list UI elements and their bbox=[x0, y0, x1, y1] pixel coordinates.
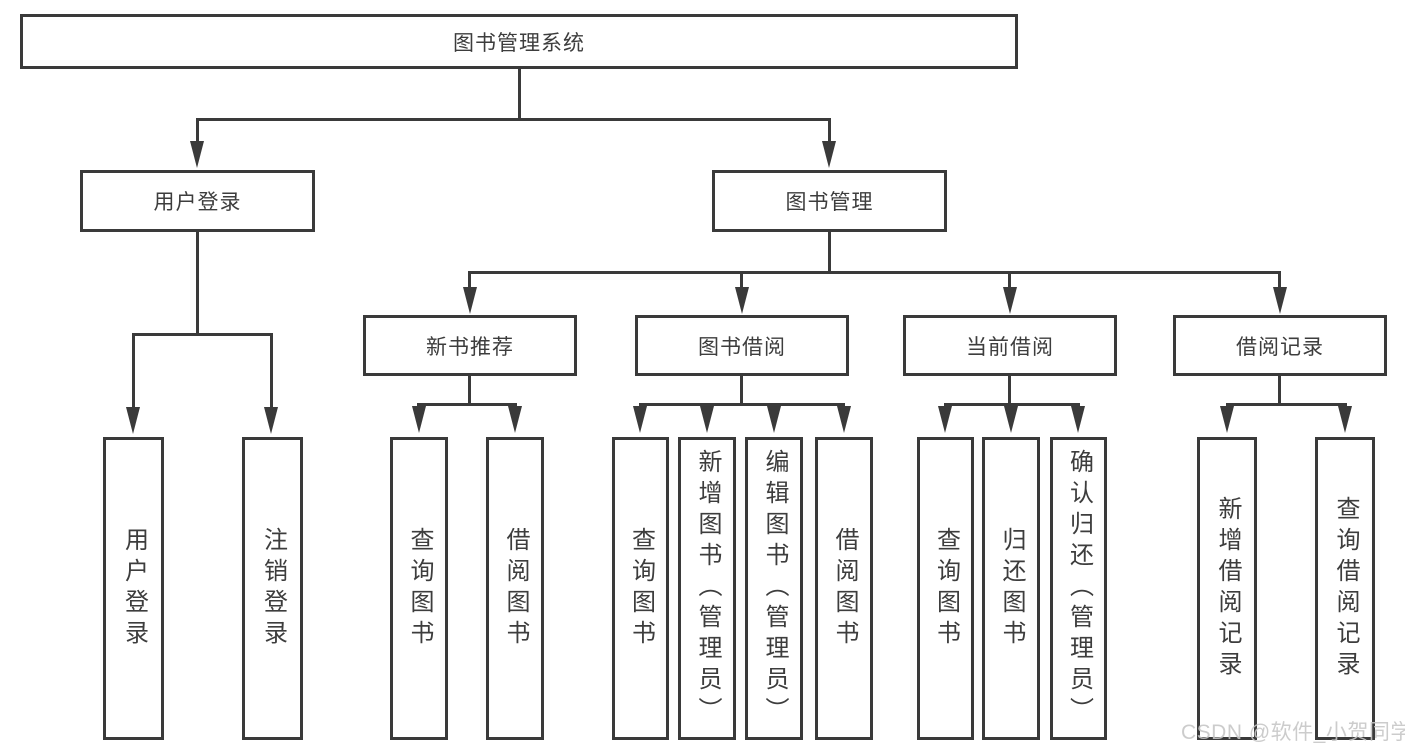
connector-line bbox=[196, 232, 199, 335]
arrow-down-icon bbox=[412, 406, 426, 433]
arrow-down-icon bbox=[633, 406, 647, 433]
leaf-label: 查询图书 bbox=[932, 526, 960, 651]
arrow-down-icon bbox=[1003, 287, 1017, 314]
node-label: 用户登录 bbox=[153, 191, 242, 214]
leaf-label: 查询图书 bbox=[406, 526, 433, 651]
arrow-down-icon bbox=[463, 287, 477, 314]
node-label: 借阅记录 bbox=[1236, 335, 1324, 359]
arrow-down-icon bbox=[700, 406, 714, 433]
node-label: 当前借阅 bbox=[966, 335, 1054, 359]
leaf-label: 新增图书（管理员） bbox=[694, 449, 721, 728]
leaf-logout: 注销登录 bbox=[242, 437, 303, 740]
connector-line bbox=[468, 376, 471, 405]
node-current-borrow: 当前借阅 bbox=[903, 315, 1117, 376]
connector-line bbox=[1008, 376, 1011, 405]
arrow-down-icon bbox=[1220, 406, 1234, 433]
leaf-label: 确认归还（管理员） bbox=[1065, 449, 1093, 728]
leaf-user-login: 用户登录 bbox=[103, 437, 164, 740]
node-borrow-records: 借阅记录 bbox=[1173, 315, 1387, 376]
connector-line bbox=[468, 274, 471, 288]
connector-line bbox=[828, 232, 831, 273]
leaf-query-books-2: 查询图书 bbox=[612, 437, 669, 740]
node-root-label: 图书管理系统 bbox=[453, 31, 585, 55]
leaf-borrow-books-1: 借阅图书 bbox=[486, 437, 544, 740]
leaf-label: 归还图书 bbox=[998, 526, 1025, 651]
leaf-add-books-admin: 新增图书（管理员） bbox=[678, 437, 736, 740]
node-user-login: 用户登录 bbox=[80, 170, 315, 232]
node-new-book-recommend: 新书推荐 bbox=[363, 315, 577, 376]
leaf-label: 查询借阅记录 bbox=[1332, 495, 1359, 682]
leaf-query-books-3: 查询图书 bbox=[917, 437, 974, 740]
leaf-borrow-books-2: 借阅图书 bbox=[815, 437, 873, 740]
connector-line bbox=[196, 120, 199, 143]
leaf-label: 新增借阅记录 bbox=[1214, 495, 1241, 682]
leaf-edit-books-admin: 编辑图书（管理员） bbox=[745, 437, 803, 740]
arrow-down-icon bbox=[1071, 406, 1085, 433]
connector-line bbox=[196, 118, 831, 121]
node-label: 图书管理 bbox=[785, 191, 874, 214]
leaf-query-books-1: 查询图书 bbox=[390, 437, 448, 740]
csdn-watermark: CSDN @软件_小贺同学 bbox=[1181, 721, 1405, 744]
leaf-query-borrow-record: 查询借阅记录 bbox=[1315, 437, 1375, 740]
node-root: 图书管理系统 bbox=[20, 14, 1018, 69]
node-book-borrow: 图书借阅 bbox=[635, 315, 849, 376]
connector-line bbox=[1278, 274, 1281, 288]
leaf-label: 查询图书 bbox=[627, 526, 655, 651]
leaf-label: 借阅图书 bbox=[502, 526, 529, 651]
connector-line bbox=[1226, 403, 1347, 406]
leaf-add-borrow-record: 新增借阅记录 bbox=[1197, 437, 1257, 740]
arrow-down-icon bbox=[1004, 406, 1018, 433]
connector-line bbox=[132, 333, 273, 336]
arrow-down-icon bbox=[190, 141, 204, 168]
connector-line bbox=[1278, 376, 1281, 405]
connector-line bbox=[132, 335, 135, 408]
connector-line bbox=[518, 68, 521, 120]
leaf-label: 借阅图书 bbox=[831, 526, 858, 651]
connector-line bbox=[740, 274, 743, 288]
connector-line bbox=[468, 271, 1281, 274]
connector-line bbox=[944, 403, 1080, 406]
leaf-confirm-return-admin: 确认归还（管理员） bbox=[1050, 437, 1107, 740]
connector-line bbox=[740, 376, 743, 405]
leaf-label: 注销登录 bbox=[259, 526, 287, 651]
connector-line bbox=[639, 403, 845, 406]
connector-line bbox=[1008, 274, 1011, 288]
leaf-label: 用户登录 bbox=[120, 526, 148, 651]
arrow-down-icon bbox=[1338, 406, 1352, 433]
node-book-management: 图书管理 bbox=[712, 170, 947, 232]
connector-line bbox=[417, 403, 517, 406]
arrow-down-icon bbox=[938, 406, 952, 433]
leaf-label: 编辑图书（管理员） bbox=[761, 449, 788, 728]
connector-line bbox=[828, 120, 831, 143]
connector-line bbox=[270, 335, 273, 408]
arrow-down-icon bbox=[264, 407, 278, 434]
arrow-down-icon bbox=[822, 141, 836, 168]
arrow-down-icon bbox=[735, 287, 749, 314]
arrow-down-icon bbox=[126, 407, 140, 434]
arrow-down-icon bbox=[508, 406, 522, 433]
node-label: 新书推荐 bbox=[426, 335, 514, 359]
arrow-down-icon bbox=[837, 406, 851, 433]
arrow-down-icon bbox=[1273, 287, 1287, 314]
leaf-return-books: 归还图书 bbox=[982, 437, 1040, 740]
arrow-down-icon bbox=[767, 406, 781, 433]
node-label: 图书借阅 bbox=[698, 335, 786, 359]
